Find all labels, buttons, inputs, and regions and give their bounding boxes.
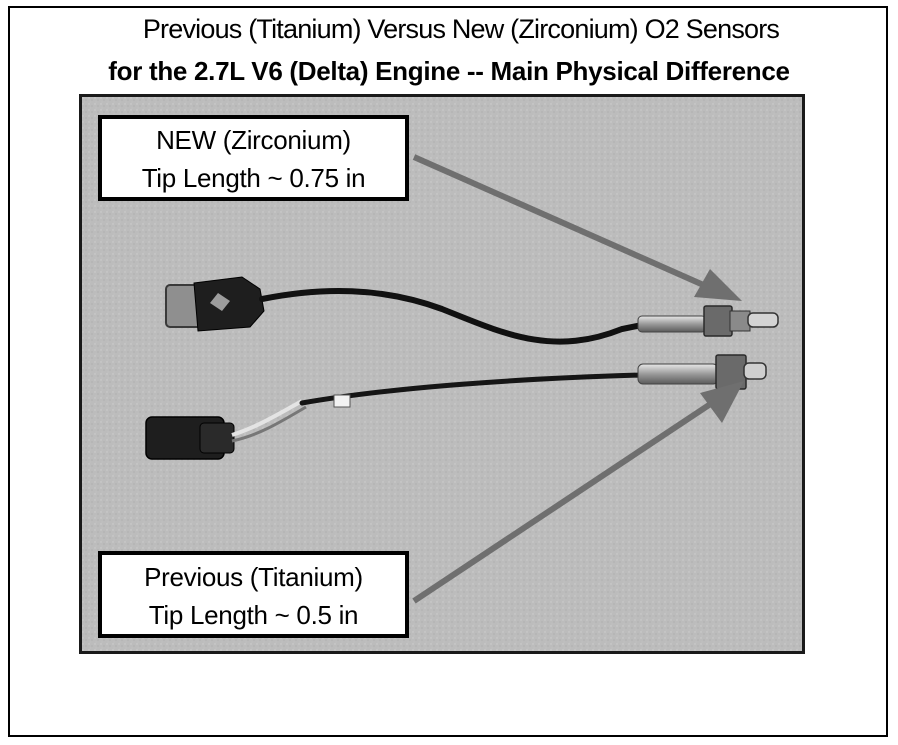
label-previous-titanium: Previous (Titanium) Tip Length ~ 0.5 in	[98, 551, 409, 638]
label-new-title: NEW (Zirconium)	[156, 125, 351, 155]
arrow-new-shaft	[412, 154, 710, 290]
label-previous-title: Previous (Titanium)	[144, 562, 363, 592]
previous-sensor-tip	[743, 362, 767, 380]
new-sensor-sleeve	[637, 315, 707, 333]
title-line-2: for the 2.7L V6 (Delta) Engine -- Main P…	[108, 56, 790, 86]
arrow-previous-shaft	[412, 400, 714, 604]
new-sensor-thread	[729, 310, 751, 332]
new-sensor-connector-mark	[210, 293, 230, 311]
title-line-1: Previous (Titanium) Versus New (Zirconiu…	[142, 14, 780, 44]
label-previous-tip-length: Tip Length ~ 0.5 in	[148, 600, 359, 630]
previous-sensor-connector-latch	[199, 422, 235, 454]
previous-sensor-wires-2	[231, 405, 307, 443]
new-sensor-cable	[259, 287, 645, 345]
previous-sensor-clip	[333, 394, 351, 408]
arrows	[412, 154, 744, 604]
new-sensor	[165, 276, 779, 345]
arrow-previous-head	[700, 381, 744, 423]
new-sensor-connector-body	[193, 276, 265, 332]
new-sensor-tip	[747, 312, 779, 328]
previous-sensor-wires	[231, 399, 303, 437]
arrow-new-head	[694, 269, 742, 301]
new-sensor-hex	[703, 305, 733, 337]
previous-sensor	[145, 354, 767, 460]
label-new-zirconium: NEW (Zirconium) Tip Length ~ 0.75 in	[98, 115, 409, 201]
previous-sensor-sleeve	[637, 363, 719, 385]
label-new-tip-length: Tip Length ~ 0.75 in	[141, 163, 366, 193]
